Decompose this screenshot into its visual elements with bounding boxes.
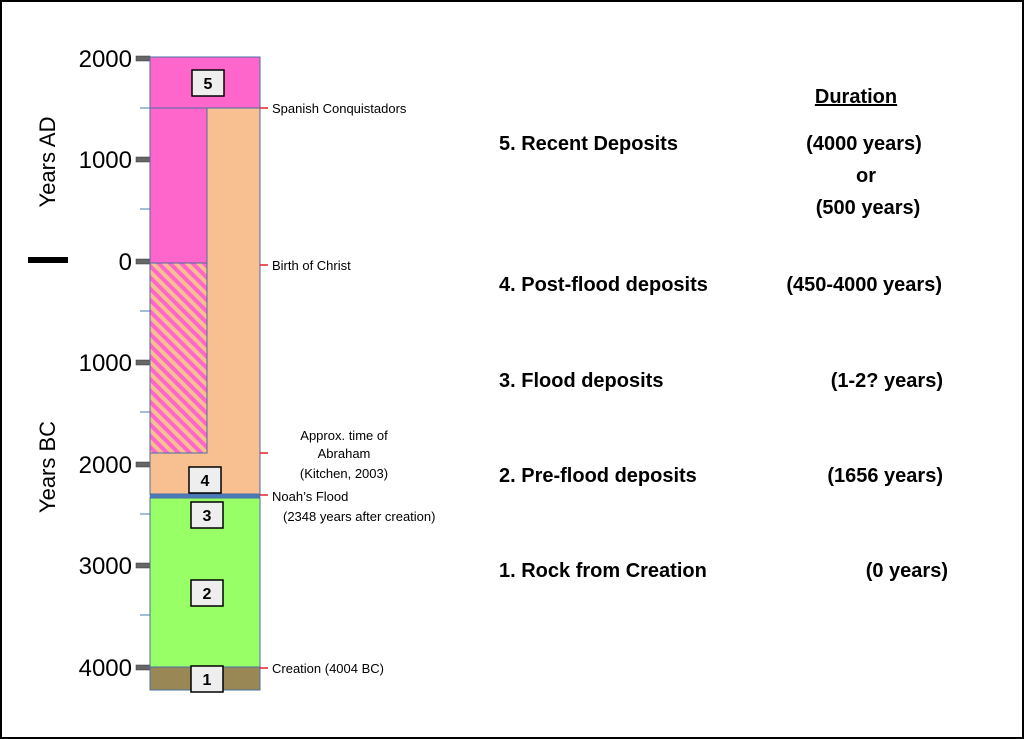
tick-label-0: 0 bbox=[119, 249, 132, 276]
legend-item-5-label: 5. Recent Deposits bbox=[499, 133, 678, 155]
legend-item-2-duration: (1656 years) bbox=[827, 465, 943, 487]
layer-number-4: 4 bbox=[201, 473, 210, 490]
tick-label-1000-bc: 1000 bbox=[79, 350, 132, 377]
legend-item-5-duration: (4000 years) bbox=[806, 133, 922, 155]
legend-item-4-duration: (450-4000 years) bbox=[786, 274, 942, 296]
layer-number-boxes: 5 4 3 2 1 bbox=[188, 69, 225, 693]
layer-number-1: 1 bbox=[203, 672, 212, 689]
layer-5-recent-deposits-extended bbox=[149, 107, 208, 264]
tick-label-2000-ad: 2000 bbox=[79, 46, 132, 73]
legend-item-5-or: or bbox=[856, 165, 876, 187]
event-noahs-flood: Noah’s Flood bbox=[272, 489, 348, 504]
event-abraham-line-2: Abraham bbox=[318, 446, 371, 461]
layer-3-flood-deposits bbox=[149, 493, 261, 499]
event-flood-note: (2348 years after creation) bbox=[283, 509, 435, 524]
layer-number-2: 2 bbox=[203, 586, 212, 603]
legend-item-1-duration: (0 years) bbox=[866, 560, 948, 582]
layer-5-hatched-possible-extent bbox=[149, 262, 208, 454]
event-creation: Creation (4004 BC) bbox=[272, 661, 384, 676]
legend-item-4-label: 4. Post-flood deposits bbox=[499, 274, 708, 296]
layer-number-3: 3 bbox=[203, 508, 212, 525]
legend-item-3-label: 3. Flood deposits bbox=[499, 370, 663, 392]
tick-label-4000-bc: 4000 bbox=[79, 655, 132, 682]
years-ad-label: Years AD bbox=[35, 117, 60, 208]
event-abraham-line-3: (Kitchen, 2003) bbox=[300, 466, 388, 481]
event-markers bbox=[260, 107, 268, 669]
duration-legend: Duration 5. Recent Deposits (4000 years)… bbox=[499, 86, 948, 582]
layer-number-5: 5 bbox=[204, 76, 213, 93]
event-spanish-conquistadors: Spanish Conquistadors bbox=[272, 101, 407, 116]
legend-item-1-label: 1. Rock from Creation bbox=[499, 560, 707, 582]
years-bc-label: Years BC bbox=[35, 421, 60, 513]
event-annotations: Spanish Conquistadors Birth of Christ Ap… bbox=[272, 101, 435, 676]
event-birth-of-christ: Birth of Christ bbox=[272, 258, 351, 273]
legend-item-3-duration: (1-2? years) bbox=[831, 370, 943, 392]
ad-bc-divider-mark bbox=[28, 257, 68, 263]
tick-label-3000-bc: 3000 bbox=[79, 553, 132, 580]
duration-heading: Duration bbox=[815, 86, 897, 108]
legend-item-2-label: 2. Pre-flood deposits bbox=[499, 465, 697, 487]
axis-tick-labels: 2000 1000 0 1000 2000 3000 4000 bbox=[79, 46, 132, 682]
tick-label-2000-bc: 2000 bbox=[79, 452, 132, 479]
event-abraham-line-1: Approx. time of bbox=[300, 428, 388, 443]
tick-label-1000-ad: 1000 bbox=[79, 147, 132, 174]
major-tick-marks bbox=[135, 55, 151, 671]
minor-tick-marks bbox=[140, 107, 150, 616]
legend-item-5-duration-alt: (500 years) bbox=[816, 197, 921, 219]
